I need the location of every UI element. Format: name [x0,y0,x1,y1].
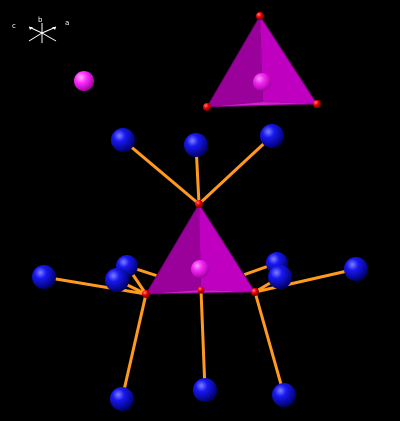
blue-atom [260,124,284,148]
axis-a-arrowhead [52,27,56,30]
bond [197,134,274,206]
blue-atom [193,378,217,402]
isolated-cation-atom [74,71,94,91]
lower-tetrahedron [142,200,259,298]
blue-atom [111,128,135,152]
blue-atom [32,265,56,289]
blue-atom [344,257,368,281]
axis-label-a: a [65,19,69,27]
oxygen-atom [197,286,205,294]
upper-tetrahedron-edge [259,15,318,105]
lower-tetrahedron-edge [145,203,200,295]
oxygen-atom [142,290,150,298]
axis-label-c: c [12,22,16,30]
oxygen-atom [256,12,264,20]
blue-atom [184,133,208,157]
axis-c-arrowhead [29,27,33,30]
axes-indicator: c b a [12,16,69,43]
axis-c-line [28,32,43,42]
bond [121,138,201,206]
bond [120,292,148,401]
axis-label-b: b [38,16,43,24]
bond [253,267,358,294]
oxygen-atom [313,100,321,108]
upper-tetrahedron-edge [206,103,318,108]
blue-atom [272,383,296,407]
blue-atom [268,265,292,289]
upper-tetrahedron-edge [206,15,261,108]
axis-a-line [41,32,57,42]
oxygen-atom [203,103,211,111]
upper-tetrahedron-face-left [207,16,263,107]
bond [42,275,148,296]
upper-tetrahedron-center-atom [253,73,271,91]
bond [199,288,207,392]
blue-atoms [32,124,368,411]
lower-tetrahedron-center-atom [191,260,209,278]
bond [253,290,286,397]
oxygen-atom [251,288,259,296]
upper-tetrahedron [203,12,321,111]
blue-atom [110,387,134,411]
lower-tetrahedron-edge [198,203,256,293]
oxygen-atom [195,200,203,208]
blue-atom [105,268,129,292]
